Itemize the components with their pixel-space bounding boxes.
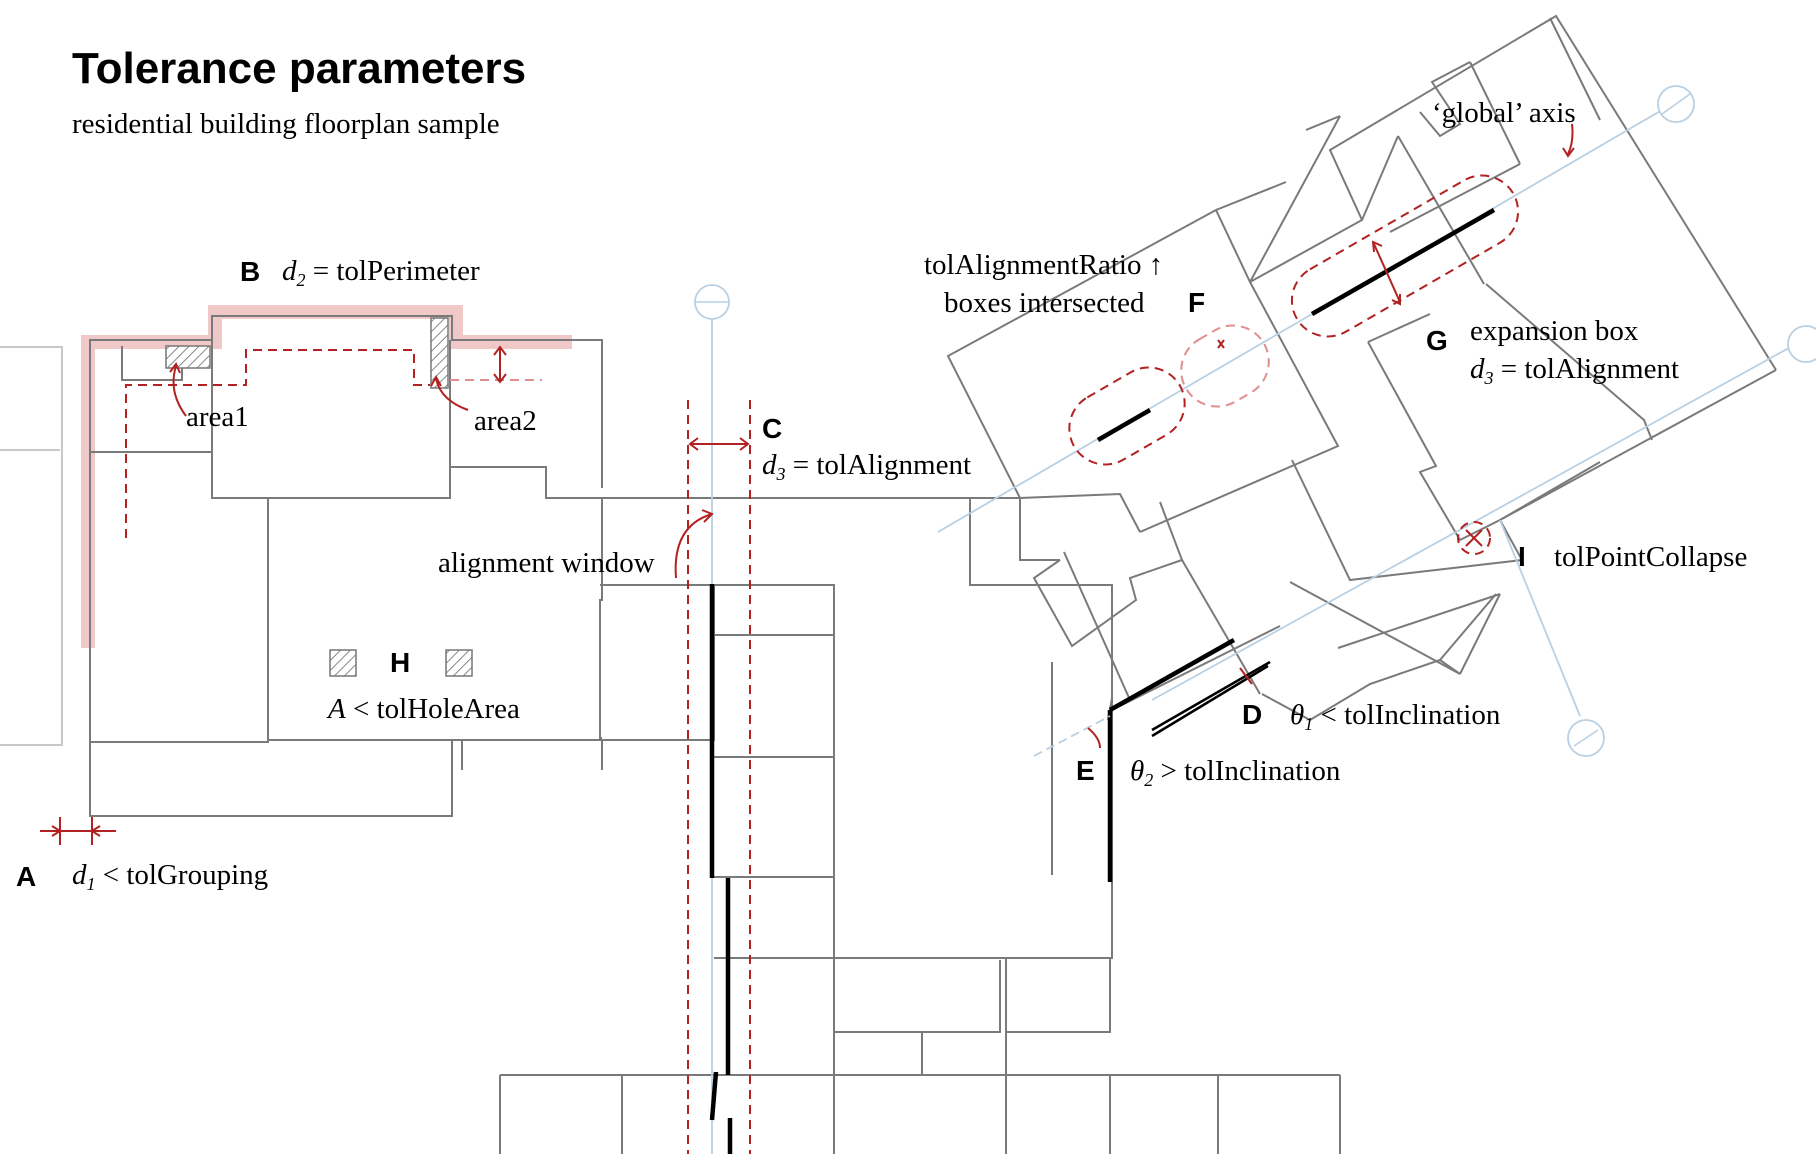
label-H-text: A < tolHoleArea — [326, 693, 520, 725]
label-area2: area2 — [474, 405, 537, 437]
label-I-text: tolPointCollapse — [1554, 541, 1747, 573]
label-E-text: θ2 > tolInclination — [1130, 755, 1341, 790]
label-C-letter: C — [762, 413, 782, 444]
alignment-window-pointer-head — [701, 509, 714, 523]
label-G-text: d3 = tolAlignment — [1470, 353, 1679, 388]
label-D-text: θ1 < tolInclination — [1290, 699, 1501, 734]
label-A-letter: A — [16, 861, 36, 892]
label-G-line1: expansion box — [1470, 315, 1639, 347]
label-I-letter: I — [1518, 541, 1526, 572]
label-H-letter: H — [390, 647, 410, 678]
label-B-text: d2 = tolPerimeter — [282, 255, 480, 290]
page-title: Tolerance parameters — [72, 44, 527, 93]
label-A-text: d1 < tolGrouping — [72, 859, 268, 894]
alignment-window-pointer — [674, 513, 713, 579]
area2-pointer — [435, 377, 469, 411]
label-F-line1: tolAlignmentRatio ↑ — [924, 249, 1163, 281]
neighbor-outline-left — [0, 346, 63, 746]
d2-dimension-arrow — [493, 345, 507, 384]
label-F-letter: F — [1188, 287, 1205, 318]
aligned-wall-segments — [709, 584, 733, 1154]
page-subtitle: residential building floorplan sample — [72, 108, 500, 140]
area1-pointer-head — [169, 362, 181, 374]
area1-pointer — [172, 365, 187, 417]
label-B-letter: B — [240, 256, 260, 287]
global-axes — [937, 85, 1816, 757]
label-C-text: d3 = tolAlignment — [762, 449, 971, 484]
expansion-boxes — [1068, 123, 1575, 555]
perimeter-highlight — [81, 305, 572, 648]
perimeter-offset-dashed — [125, 349, 430, 538]
area2-pointer-head — [430, 374, 442, 387]
left-wing-walls — [89, 315, 1000, 817]
d3-dimension-arrow — [688, 437, 750, 451]
label-G-letter: G — [1426, 325, 1448, 356]
rotated-wing — [946, 14, 1777, 722]
label-global-axis: ‘global’ axis — [1432, 97, 1576, 129]
label-E-letter: E — [1076, 755, 1095, 786]
hole-square-1 — [329, 649, 357, 677]
hole-square-2 — [445, 649, 473, 677]
label-area1: area1 — [186, 401, 249, 433]
area2-hatch — [430, 317, 449, 389]
area1-hatch — [165, 345, 211, 369]
grouping-tolerance-marker — [40, 817, 116, 845]
label-F-line2: boxes intersected — [944, 287, 1145, 319]
central-blocks — [499, 498, 1341, 1154]
inclination-walls — [1033, 638, 1271, 882]
label-D-letter: D — [1242, 699, 1262, 730]
label-alignment-window: alignment window — [438, 547, 655, 579]
